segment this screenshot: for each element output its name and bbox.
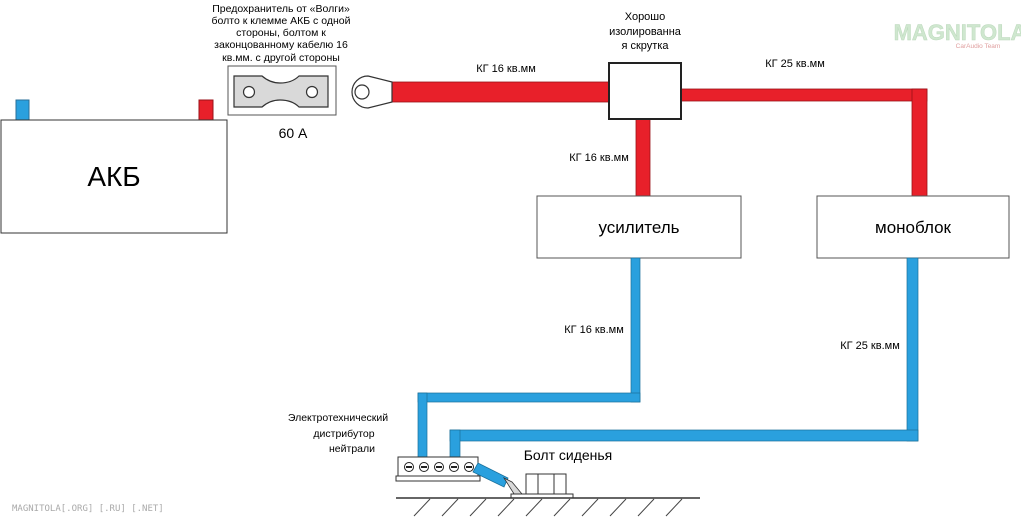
fuse-bolt-hole	[305, 85, 319, 99]
seat-bolt-label: Болт сиденья	[524, 447, 613, 463]
cable-lug	[351, 75, 393, 109]
cable-lug-body	[351, 75, 393, 109]
fuse-note-line: кв.мм. с другой стороны	[222, 52, 340, 64]
monoblock-label: моноблок	[875, 218, 952, 237]
distributor-bar-base	[395, 475, 481, 482]
distributor-screw-slot	[406, 466, 412, 468]
distributor-screw-slot	[466, 466, 472, 468]
ground-hatch-line	[525, 498, 543, 517]
ground-hatch-line	[581, 498, 599, 517]
cable-label-monoblock-ground: КГ 25 кв.мм	[840, 340, 900, 352]
ground-strap-cable	[472, 462, 509, 488]
fuse-note-line: болто к клемме АКБ с одной	[212, 15, 351, 27]
splice-note-line: я скрутка	[621, 40, 669, 52]
fuse-element	[233, 75, 329, 108]
ground-hatch-line	[497, 498, 515, 517]
distributor-note-line: Электротехнический	[288, 412, 388, 424]
ground-hatch-line	[637, 498, 655, 517]
distributor-note-line: нейтрали	[329, 443, 375, 455]
ground-hatch-line	[665, 498, 683, 517]
splice-note-line: изолированна	[609, 26, 682, 38]
cable-lug-hole	[354, 84, 370, 100]
battery: АКБ	[0, 99, 228, 234]
fuse-note-line: Предохранитель от «Волги»	[212, 3, 350, 15]
amplifier-label: усилитель	[599, 218, 680, 237]
seat-bolt: Болт сиденья	[510, 447, 613, 499]
watermark-logo-text: MAGNITOLA	[894, 20, 1021, 45]
ground-hatch-line	[553, 498, 571, 517]
battery-label: АКБ	[87, 161, 140, 192]
watermark-footer: MAGNITOLA[.ORG] [.RU] [.NET]	[12, 504, 164, 514]
cable-fuse-to-splice	[390, 81, 610, 103]
distributor-screw-slot	[421, 466, 427, 468]
cable-monoblock-riser	[911, 88, 928, 197]
negative-cables	[417, 257, 919, 458]
splice-box	[608, 62, 682, 120]
ground-hatch-line	[609, 498, 627, 517]
cable-amp-ground-down	[630, 257, 641, 403]
ground-hatch-line	[469, 498, 487, 517]
distributor-note-line: дистрибутор	[313, 428, 374, 440]
amplifier: усилитель	[536, 195, 742, 259]
watermark-logo: MAGNITOLA CarAudio Team	[893, 20, 1021, 50]
battery-positive-terminal	[198, 99, 214, 121]
monoblock-box	[816, 195, 1010, 259]
distributor-note: Электротехнический дистрибутор нейтрали	[288, 412, 388, 455]
fuse-bolt-hole	[242, 85, 256, 99]
distributor-screw-slot	[436, 466, 442, 468]
ground-floor	[396, 497, 700, 517]
fuse-note-line: стороны, болтом к	[236, 27, 326, 39]
cable-label-fuse-to-splice: КГ 16 кв.мм	[476, 63, 536, 75]
watermark-logo-sub: CarAudio Team	[956, 43, 1001, 50]
battery-negative-terminal	[15, 99, 30, 121]
cable-amp-ground-across	[417, 392, 641, 403]
cable-label-amplifier-ground: КГ 16 кв.мм	[564, 324, 624, 336]
cable-amp-ground-to-bar	[417, 392, 428, 458]
cable-splice-to-monoblock	[680, 88, 928, 102]
ground-hatch-line	[441, 498, 459, 517]
distributor-bar	[395, 456, 481, 482]
fuse: 60 А	[227, 65, 337, 141]
splice-note-line: Хорошо	[625, 11, 666, 23]
cable-mono-ground-down	[906, 257, 919, 442]
monoblock: моноблок	[816, 195, 1010, 259]
cable-label-splice-to-monoblock: КГ 25 кв.мм	[765, 58, 825, 70]
cable-label-splice-to-amplifier: КГ 16 кв.мм	[569, 152, 629, 164]
cable-splice-to-amplifier	[635, 118, 651, 197]
seat-bolt-head	[525, 473, 567, 495]
fuse-note-line: законцованному кабелю 16	[214, 39, 348, 51]
splice: Хорошо изолированна я скрутка	[608, 11, 682, 120]
distributor-screw-slot	[451, 466, 457, 468]
ground-hatching	[413, 498, 683, 517]
cable-mono-ground-across	[449, 429, 919, 442]
cable-mono-ground-to-bar	[449, 429, 461, 458]
fuse-note: Предохранитель от «Волги» болто к клемме…	[212, 3, 351, 64]
ground-hatch-line	[413, 498, 431, 517]
battery-body	[0, 119, 228, 234]
fuse-rating: 60 А	[279, 125, 308, 141]
